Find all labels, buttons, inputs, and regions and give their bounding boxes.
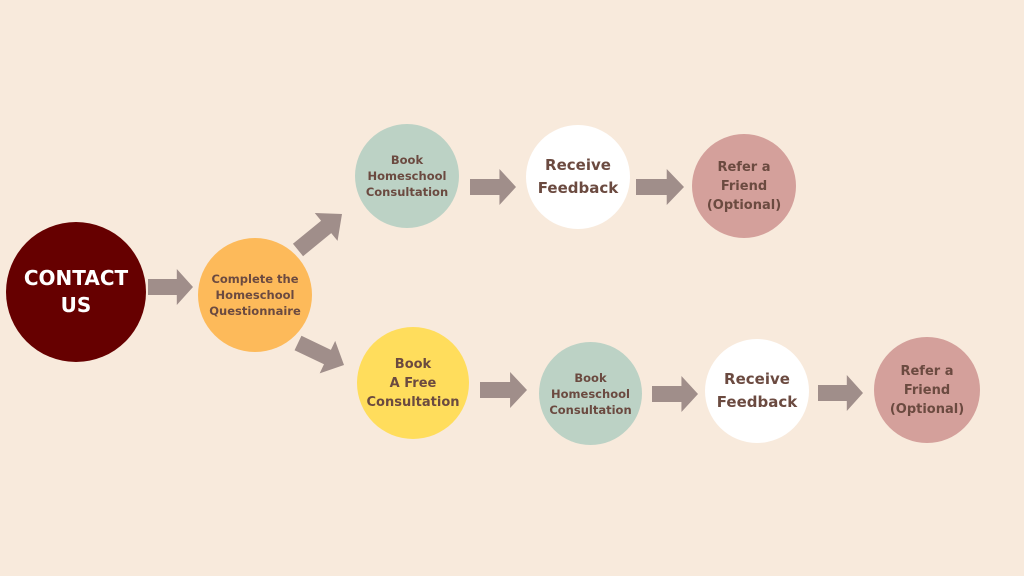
arrow-icon [818,375,863,411]
bottom-book-free-node: Book A Free Consultation [357,327,469,439]
contact-us-node: CONTACT US [6,222,146,362]
arrow-icon [480,372,527,408]
arrow-icon [652,376,698,412]
bottom-book-homeschool-node: Book Homeschool Consultation [539,342,642,445]
arrow-icon [148,269,193,305]
arrow-icon [292,213,343,257]
questionnaire-node: Complete the Homeschool Questionnaire [198,238,312,352]
top-receive-feedback-node: Receive Feedback [526,125,630,229]
top-book-homeschool-node: Book Homeschool Consultation [355,124,459,228]
arrow-icon [470,169,516,205]
bottom-refer-friend-node: Refer a Friend (Optional) [874,337,980,443]
arrow-icon [636,169,684,205]
bottom-receive-feedback-node: Receive Feedback [705,339,809,443]
top-refer-friend-node: Refer a Friend (Optional) [692,134,796,238]
arrow-icon [294,335,345,374]
